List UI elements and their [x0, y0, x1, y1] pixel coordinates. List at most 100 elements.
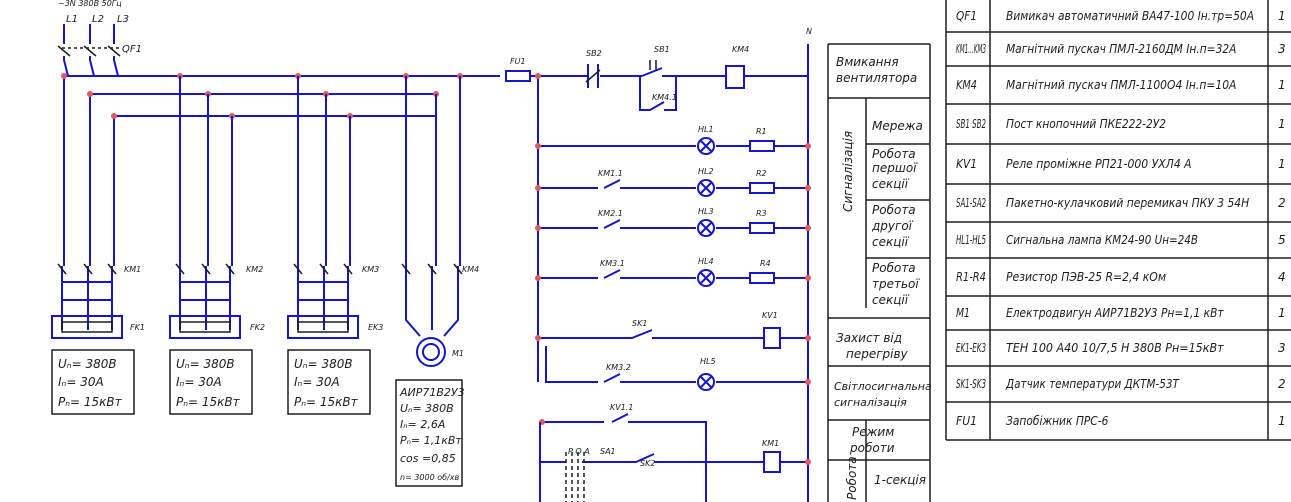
motor-param-i: Iₙ= 2,6А	[400, 418, 445, 431]
branch1-param-u: Uₙ= 380В	[58, 357, 117, 371]
group-work-label: Робота	[845, 456, 859, 500]
phase-l1: L1	[66, 14, 78, 25]
group-signal-label: Сигналізація	[841, 131, 855, 212]
function-protect-1: Захист від	[836, 331, 902, 345]
fu1-label: FU1	[510, 57, 526, 66]
branch1-param-i: Iₙ= 30А	[58, 375, 104, 389]
function-section1: 1-секція	[874, 473, 926, 487]
spec-desc: Вимикач автоматичний ВА47-100 Iн.тр=50А	[1006, 9, 1254, 23]
branch3-param-p: Pₙ= 15кВт	[294, 395, 359, 409]
branch3-param-u: Uₙ= 380В	[294, 357, 353, 371]
spec-ref: SA1-SA2	[956, 196, 986, 210]
hl4-label: HL4	[698, 257, 714, 266]
spec-ref: HL1-HL5	[956, 233, 986, 247]
branch3-param-i: Iₙ= 30А	[294, 375, 340, 389]
motor-param-u: Uₙ= 380В	[400, 402, 454, 415]
function-fan-on-2: вентилятора	[836, 71, 917, 85]
km4-power-label: KM4	[462, 265, 479, 274]
function-sec3-b: третьої	[872, 277, 920, 291]
hl2-label: HL2	[698, 167, 714, 176]
km32-label: KM3.2	[606, 363, 631, 372]
spec-ref: FU1	[956, 414, 977, 428]
km21-label: KM2.1	[598, 209, 623, 218]
function-sec2-a: Робота	[872, 203, 916, 217]
function-light-1: Світлосигнальна	[834, 380, 932, 393]
supply-label: ~3N 380В 50Гц	[58, 0, 122, 8]
qf1-breaker	[57, 24, 121, 77]
power-buses	[63, 75, 500, 266]
ek3-label: EK3	[368, 323, 383, 332]
spec-desc: Сигнальна лампа КМ24-90 Uн=24В	[1006, 233, 1198, 247]
r4-label: R4	[760, 259, 771, 268]
control-circuit: FU1 SB2 SB1 KM4.1 KM4	[505, 44, 811, 502]
km1-coil-label: KM1	[762, 439, 779, 448]
spec-qty: 3	[1278, 341, 1286, 355]
spec-qty: 1	[1278, 117, 1286, 131]
spec-qty: 1	[1278, 9, 1286, 23]
spec-desc: Магнітний пускач ПМЛ-1100О4 Iн.п=10А	[1006, 78, 1236, 92]
spec-ref: KM1...KM3	[956, 42, 986, 56]
motor-param-p: Pₙ= 1,1кВт	[400, 434, 462, 447]
hl5-label: HL5	[700, 357, 716, 366]
km41-label: KM4.1	[652, 93, 677, 102]
spec-qty: 1	[1278, 306, 1286, 320]
power-header: ~3N 380В 50Гц L1 L2 L3 QF1 N	[58, 0, 812, 55]
km3-power-label: KM3	[362, 265, 379, 274]
function-sec1-a: Робота	[872, 147, 916, 161]
spec-ref: M1	[956, 306, 970, 320]
spec-qty: 2	[1278, 377, 1286, 391]
function-light-2: сигналізація	[834, 396, 907, 409]
r2-label: R2	[756, 169, 767, 178]
spec-desc: Електродвигун АИР71В2У3 Pн=1,1 кВт	[1006, 306, 1224, 320]
function-mode-2: роботи	[849, 441, 895, 455]
spec-ref: R1-R4	[956, 270, 986, 284]
phase-l3: L3	[117, 14, 129, 25]
resistors	[749, 140, 775, 284]
spec-ref: EK1-EK3	[956, 341, 986, 355]
spec-qty: 1	[1278, 78, 1286, 92]
bus-junctions	[61, 73, 463, 119]
branch2-param-u: Uₙ= 380В	[176, 357, 235, 371]
phase-l2: L2	[92, 14, 104, 25]
function-sec1-b: першої	[872, 161, 918, 175]
sb1-label: SB1	[654, 45, 670, 54]
spec-desc: ТЕН 100 А40 10/7,5 Н 380В Pн=15кВт	[1006, 341, 1225, 355]
kv1-label: KV1	[762, 311, 778, 320]
spec-qty: 5	[1278, 233, 1286, 247]
spec-ref: SB1 SB2	[956, 117, 986, 131]
spec-rows: QF1 Вимикач автоматичний ВА47-100 Iн.тр=5…	[956, 9, 1286, 428]
function-table: Вмикання вентилятора Мережа Робота першо…	[827, 43, 932, 502]
spec-desc: Реле проміжне РП21-000 УХЛ4 А	[1006, 157, 1192, 171]
sk1-label: SK1	[632, 319, 647, 328]
sk2-label: SK2	[640, 459, 655, 468]
spec-ref: QF1	[956, 9, 977, 23]
poa-label: Р О А	[568, 447, 590, 456]
neutral-label: N	[806, 27, 812, 36]
km1-power-label: KM1	[124, 265, 141, 274]
function-protect-2: перегріву	[846, 347, 909, 361]
function-sec2-c: секції	[872, 235, 910, 249]
function-fan-on-1: Вмикання	[836, 55, 899, 69]
spec-ref: KM4	[956, 78, 977, 92]
spec-ref: SK1-SK3	[956, 377, 986, 391]
r1-label: R1	[756, 127, 767, 136]
function-mode-1: Режим	[852, 425, 894, 439]
branch2-param-i: Iₙ= 30А	[176, 375, 222, 389]
spec-qty: 1	[1278, 414, 1286, 428]
function-sec2-b: другої	[871, 219, 914, 233]
spec-qty: 1	[1278, 157, 1286, 171]
fk1-label: FK1	[130, 323, 145, 332]
m1-label: M1	[452, 349, 464, 358]
motor-branch: KM4 M1 АИР71В2У3 Uₙ= 380В Iₙ= 2,6А Pₙ= 1…	[395, 76, 479, 487]
heater-branch-1: KM1 FK1 Uₙ= 380В Iₙ= 30А Pₙ= 15кВт	[51, 263, 145, 415]
qf1-label: QF1	[122, 44, 142, 55]
spec-desc: Пакетно-кулачковий перемикач ПКУ 3 54Н	[1006, 196, 1249, 210]
branch1-param-p: Pₙ= 15кВт	[58, 395, 123, 409]
sb2-label: SB2	[586, 49, 602, 58]
spec-desc: Резистор ПЭВ-25 R=2,4 кОм	[1006, 270, 1166, 284]
spec-qty: 2	[1278, 196, 1286, 210]
lamps	[697, 137, 715, 391]
km4-coil-label: KM4	[732, 45, 749, 54]
km11-label: KM1.1	[598, 169, 623, 178]
